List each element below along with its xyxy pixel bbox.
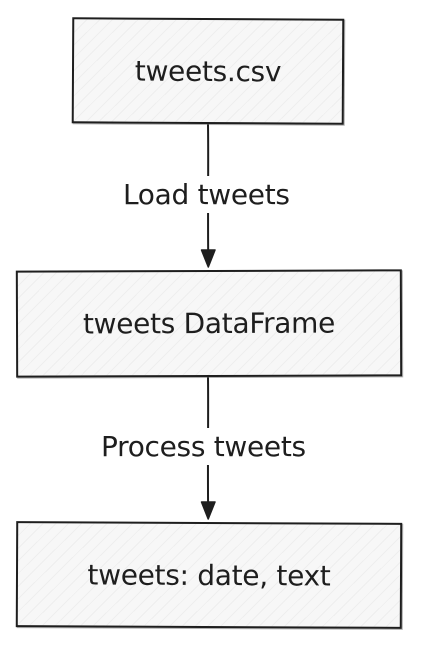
- edge-label-load-tweets: Load tweets: [120, 176, 293, 213]
- edge-label-process-tweets: Process tweets: [98, 428, 309, 465]
- node-tweets-csv-label: tweets.csv: [134, 54, 282, 88]
- node-tweets-dataframe: tweets DataFrame: [15, 269, 403, 378]
- arrow-process-head: [200, 501, 216, 520]
- node-tweets-csv: tweets.csv: [71, 17, 345, 125]
- node-tweets-dataframe-label: tweets DataFrame: [82, 306, 336, 341]
- node-tweets-date-text: tweets: date, text: [15, 521, 403, 629]
- arrow-load-head: [200, 249, 216, 268]
- node-tweets-date-text-label: tweets: date, text: [87, 557, 331, 593]
